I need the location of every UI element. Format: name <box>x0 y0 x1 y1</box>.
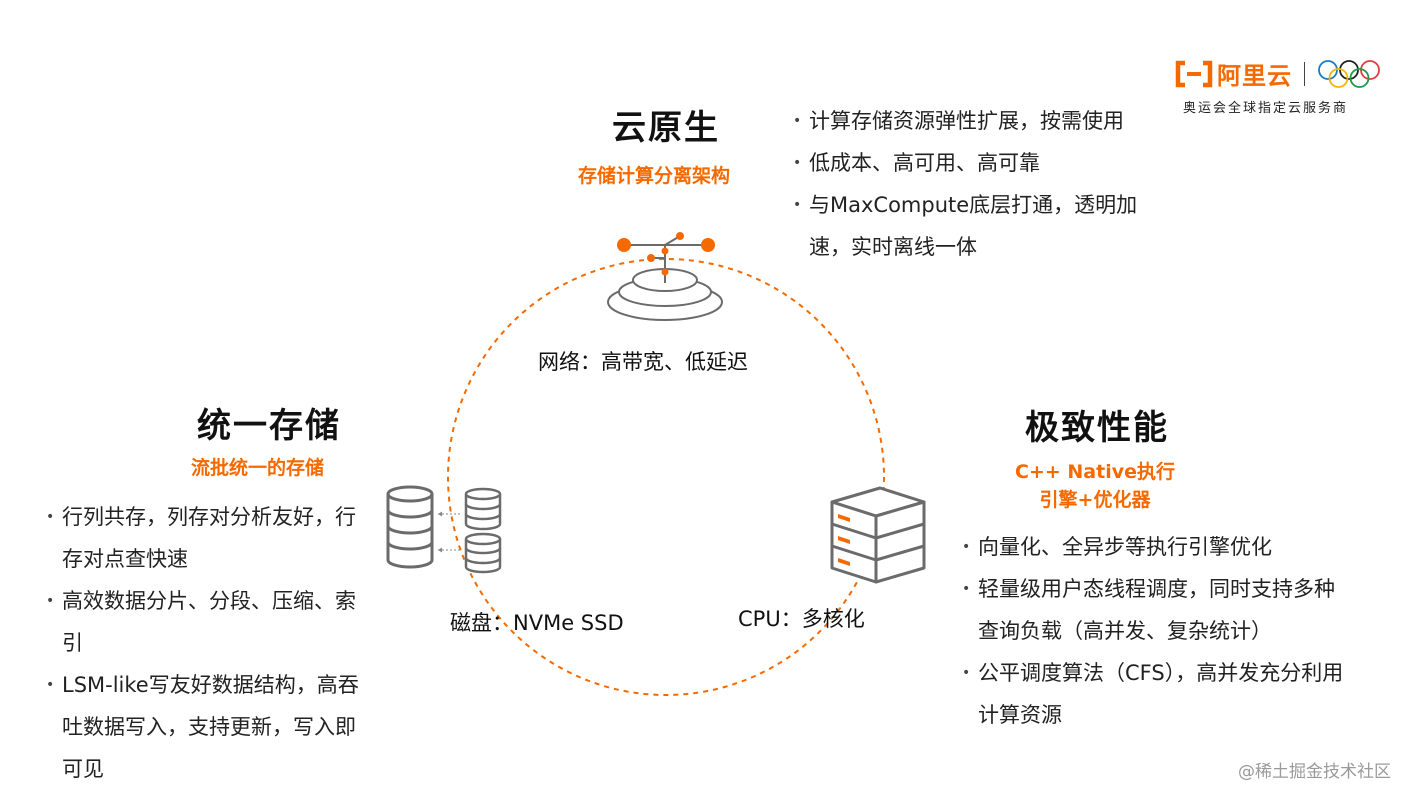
brand-name: 阿里云 <box>1217 62 1292 90</box>
network-label: 网络：高带宽、低延迟 <box>538 350 748 374</box>
list-item: 低成本、高可用、高可靠 <box>793 142 1173 184</box>
list-item: 行列共存，列存对分析友好，行存对点查快速 <box>46 496 374 580</box>
logo: 阿里云 奥运会全球指定云服务商 <box>1175 56 1385 116</box>
list-item: 公平调度算法（CFS），高并发充分利用计算资源 <box>962 652 1354 736</box>
list-item: LSM-like写友好数据结构，高吞吐数据写入，支持更新，写入即可见 <box>46 664 374 790</box>
logo-divider <box>1304 61 1305 86</box>
list-item: 向量化、全异步等执行引擎优化 <box>962 526 1354 568</box>
logo-tagline: 奥运会全球指定云服务商 <box>1183 101 1349 116</box>
list-item: 高效数据分片、分段、压缩、索引 <box>46 580 374 664</box>
top-bullets: 计算存储资源弹性扩展，按需使用 低成本、高可用、高可靠 与MaxCompute底… <box>793 100 1173 268</box>
network-icon <box>607 232 723 321</box>
list-item: 计算存储资源弹性扩展，按需使用 <box>793 100 1173 142</box>
right-subtitle: C++ Native执行 引擎+优化器 <box>1000 458 1190 514</box>
top-subtitle: 存储计算分离架构 <box>578 165 731 187</box>
disk-label: 磁盘：NVMe SSD <box>450 611 624 635</box>
olympic-rings-icon <box>1318 59 1380 88</box>
list-item: 轻量级用户态线程调度，同时支持多种查询负载（高并发、复杂统计） <box>962 568 1354 652</box>
left-bullets: 行列共存，列存对分析友好，行存对点查快速 高效数据分片、分段、压缩、索引 LSM… <box>46 496 374 790</box>
cpu-label: CPU：多核化 <box>738 607 865 631</box>
right-title: 极致性能 <box>1025 408 1169 448</box>
right-bullets: 向量化、全异步等执行引擎优化 轻量级用户态线程调度，同时支持多种查询负载（高并发… <box>962 526 1354 736</box>
left-title: 统一存储 <box>197 406 341 446</box>
right-subtitle-line1: C++ Native执行 <box>1015 461 1175 483</box>
left-subtitle: 流批统一的存储 <box>191 457 325 479</box>
list-item: 与MaxCompute底层打通，透明加速，实时离线一体 <box>793 184 1173 268</box>
watermark: @稀土掘金技术社区 <box>1238 762 1391 782</box>
aliyun-logo-icon <box>1175 60 1213 87</box>
database-icon <box>386 485 502 574</box>
top-title: 云原生 <box>612 108 720 148</box>
right-subtitle-line2: 引擎+优化器 <box>1039 489 1151 511</box>
server-icon <box>830 486 926 584</box>
